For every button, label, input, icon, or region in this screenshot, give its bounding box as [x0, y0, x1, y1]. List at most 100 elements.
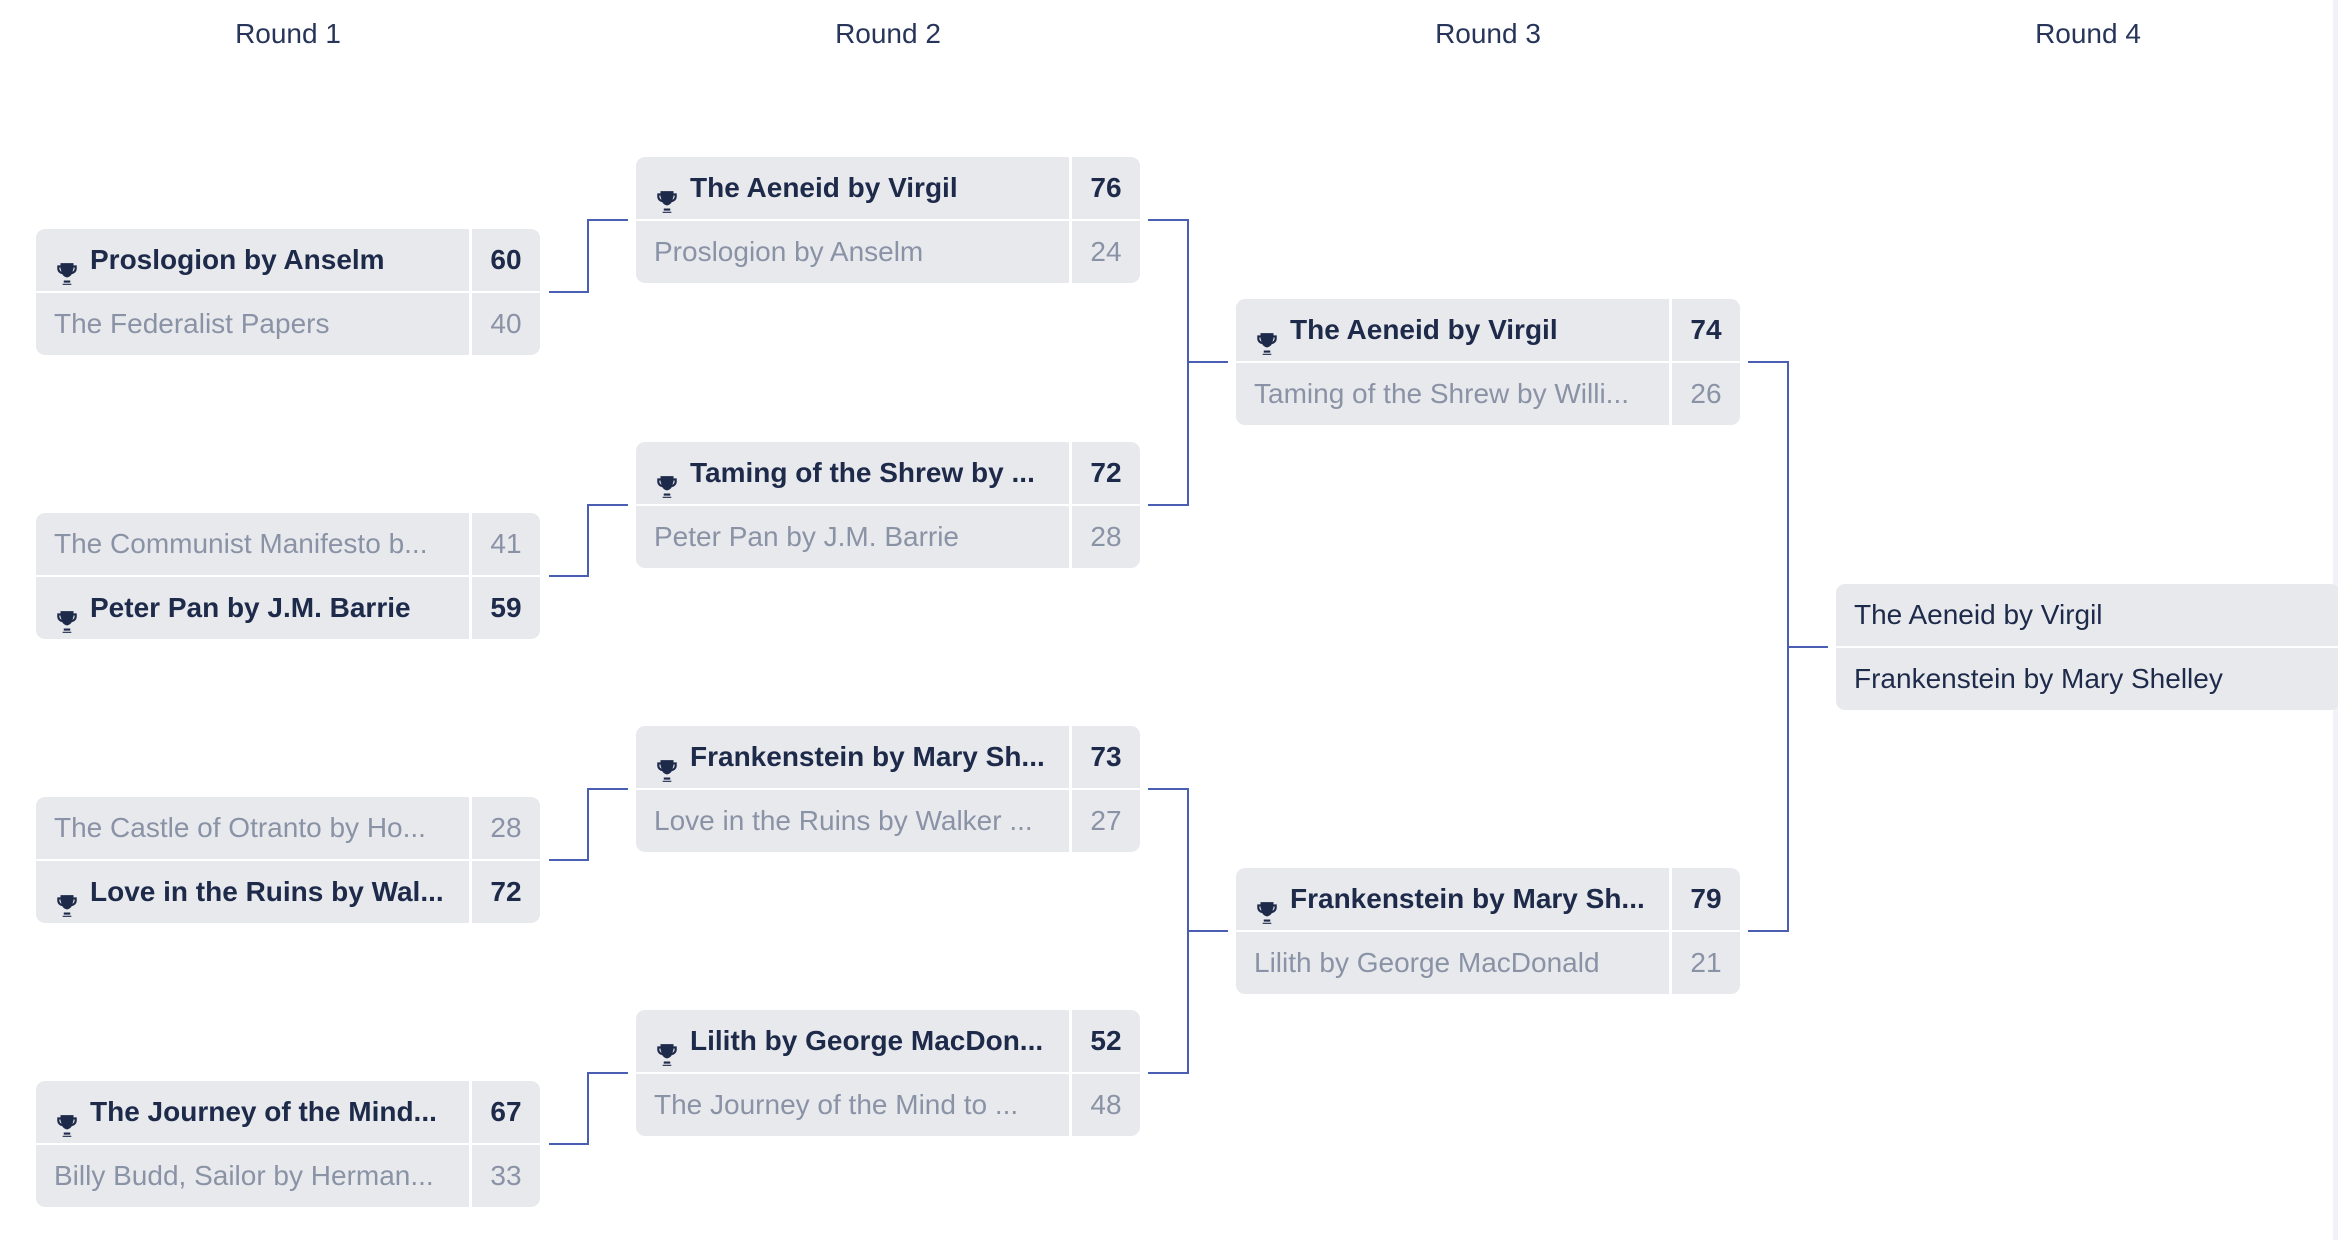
entry-score: 60: [490, 244, 522, 275]
entry-name: The Aeneid by Virgil: [654, 157, 1070, 219]
entry-name: Proslogion by Anselm: [654, 221, 1070, 283]
entry-row[interactable]: The Federalist Papers 40: [36, 293, 540, 355]
row-divider: [636, 788, 1140, 790]
score-divider: [1069, 442, 1072, 568]
score-divider: [469, 513, 472, 639]
entry-name-label: Lilith by George MacDonald: [1254, 947, 1600, 978]
entry-name-label: The Aeneid by Virgil: [1854, 599, 2103, 630]
row-divider: [36, 859, 540, 861]
entry-row[interactable]: Proslogion by Anselm 60: [36, 229, 540, 291]
entry-name-label: Billy Budd, Sailor by Herman...: [54, 1160, 434, 1191]
entry-name: Frankenstein by Mary Sh...: [654, 726, 1070, 788]
entry-score: 21: [1690, 947, 1722, 978]
entry-row[interactable]: The Castle of Otranto by Ho... 28: [36, 797, 540, 859]
entry-row[interactable]: The Aeneid by Virgil 76: [636, 157, 1140, 219]
entry-score: 40: [490, 308, 522, 339]
entry-score: 74: [1690, 314, 1722, 345]
entry-row[interactable]: Lilith by George MacDonald 21: [1236, 932, 1740, 994]
entry-name-label: Taming of the Shrew by ...: [690, 457, 1035, 488]
entry-name-label: The Aeneid by Virgil: [690, 172, 958, 203]
row-divider: [1836, 646, 2338, 648]
entry-score: 73: [1090, 741, 1122, 772]
entry-row[interactable]: The Journey of the Mind to ...48: [636, 1074, 1140, 1136]
entry-row[interactable]: Proslogion by Anselm 24: [636, 221, 1140, 283]
entry-score: 33: [490, 1160, 522, 1191]
round-2-header: Round 2: [835, 18, 941, 49]
entry-score: 26: [1690, 378, 1722, 409]
entry-row[interactable]: The Journey of the Mind...67: [36, 1081, 540, 1143]
trophy-icon: [1254, 886, 1280, 924]
row-divider: [36, 575, 540, 577]
round-4-header: Round 4: [2035, 18, 2141, 49]
connector-r1m3-r2m3: [549, 788, 628, 861]
entry-score: 48: [1090, 1089, 1122, 1120]
row-divider: [1236, 361, 1740, 363]
entry-name: Love in the Ruins by Wal...: [54, 861, 470, 923]
connector-r2-pair2-r3m2: [1148, 788, 1228, 1074]
entry-row[interactable]: Love in the Ruins by Wal... 72: [36, 861, 540, 923]
trophy-icon: [654, 175, 680, 213]
entry-row[interactable]: Love in the Ruins by Walker ...27: [636, 790, 1140, 852]
entry-row[interactable]: Peter Pan by J.M. Barrie 28: [636, 506, 1140, 568]
entry-score: 76: [1090, 172, 1122, 203]
trophy-icon: [54, 247, 80, 285]
score-divider: [1069, 157, 1072, 283]
connector-r3-final: [1748, 361, 1828, 932]
entry-name: Peter Pan by J.M. Barrie: [654, 506, 1070, 568]
entry-name-label: Frankenstein by Mary Shelley: [1854, 663, 2223, 694]
entry-name: Taming of the Shrew by Willi...: [1254, 363, 1670, 425]
entry-name: Proslogion by Anselm: [54, 229, 470, 291]
entry-row[interactable]: Lilith by George MacDon... 52: [636, 1010, 1140, 1072]
score-divider: [1069, 1010, 1072, 1136]
entry-name-label: The Federalist Papers: [54, 308, 330, 339]
round-1-header: Round 1: [235, 18, 341, 49]
entry-row[interactable]: The Aeneid by Virgil: [1836, 584, 2338, 646]
trophy-icon: [654, 460, 680, 498]
entry-name: Billy Budd, Sailor by Herman...: [54, 1145, 470, 1207]
entry-name-label: Love in the Ruins by Wal...: [90, 876, 444, 907]
entry-row[interactable]: Frankenstein by Mary Shelley: [1836, 648, 2338, 710]
entry-name: The Castle of Otranto by Ho...: [54, 797, 470, 859]
entry-row[interactable]: Frankenstein by Mary Sh...79: [1236, 868, 1740, 930]
entry-row[interactable]: Frankenstein by Mary Sh... 73: [636, 726, 1140, 788]
entry-name: The Aeneid by Virgil: [1854, 584, 2334, 646]
entry-name: The Journey of the Mind...: [54, 1081, 470, 1143]
trophy-icon: [654, 744, 680, 782]
connector-r2-pair1-r3m1: [1148, 219, 1228, 506]
entry-name-label: Lilith by George MacDon...: [690, 1025, 1044, 1056]
trophy-icon: [54, 879, 80, 917]
score-divider: [469, 1081, 472, 1207]
entry-row[interactable]: Taming of the Shrew by ... 72: [636, 442, 1140, 504]
entry-name: Lilith by George MacDonald: [1254, 932, 1670, 994]
entry-name-label: The Castle of Otranto by Ho...: [54, 812, 426, 843]
entry-score: 28: [490, 812, 522, 843]
score-divider: [1669, 868, 1672, 994]
entry-name-label: Love in the Ruins by Walker ...: [654, 805, 1033, 836]
trophy-icon: [54, 1099, 80, 1137]
entry-name-label: Proslogion by Anselm: [654, 236, 924, 267]
entry-score: 52: [1090, 1025, 1122, 1056]
entry-score: 72: [490, 876, 522, 907]
connector-r1m4-r2m4: [549, 1072, 628, 1145]
entry-score: 24: [1090, 236, 1122, 267]
score-divider: [469, 229, 472, 355]
entry-row[interactable]: The Communist Manifesto b...41: [36, 513, 540, 575]
entry-row[interactable]: Taming of the Shrew by Willi... 26: [1236, 363, 1740, 425]
entry-row[interactable]: Billy Budd, Sailor by Herman... 33: [36, 1145, 540, 1207]
entry-score: 72: [1090, 457, 1122, 488]
row-divider: [1236, 930, 1740, 932]
entry-score: 59: [490, 592, 522, 623]
entry-name: The Federalist Papers: [54, 293, 470, 355]
entry-name-label: Taming of the Shrew by Willi...: [1254, 378, 1630, 409]
trophy-icon: [54, 595, 80, 633]
row-divider: [36, 291, 540, 293]
entry-score: 28: [1090, 521, 1122, 552]
entry-name: Frankenstein by Mary Shelley: [1854, 648, 2334, 710]
